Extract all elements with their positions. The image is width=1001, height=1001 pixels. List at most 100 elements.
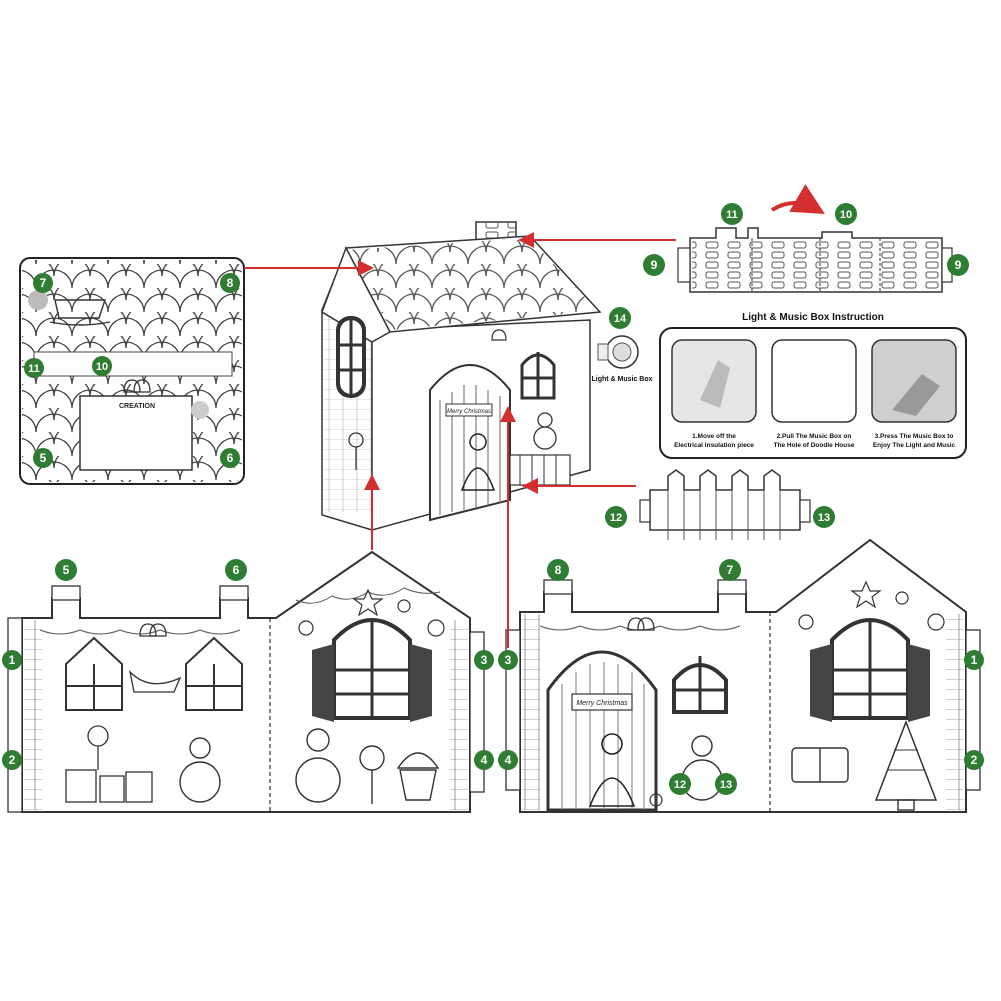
badge: 9 xyxy=(947,254,969,276)
sleigh-icon xyxy=(49,299,111,326)
left-wall-panel: 5 6 1 2 3 4 xyxy=(2,550,494,813)
badge: 4 xyxy=(498,750,518,770)
svg-text:12: 12 xyxy=(674,779,686,791)
snowman-icon xyxy=(179,737,221,803)
svg-text:9: 9 xyxy=(955,258,962,272)
chimney-strip: 11 10 9 9 xyxy=(643,184,969,293)
svg-text:7: 7 xyxy=(727,563,734,577)
assembled-house: Merry Christmas xyxy=(321,221,602,532)
cupcake-icon xyxy=(396,752,440,801)
badge: 3 xyxy=(474,650,494,670)
badge: 2 xyxy=(2,750,22,770)
badge: 14 xyxy=(609,307,631,329)
svg-text:1: 1 xyxy=(971,653,978,667)
badge: 9 xyxy=(643,254,665,276)
snowman-icon xyxy=(533,412,557,450)
house-fence xyxy=(509,454,571,486)
badge: 8 xyxy=(547,559,569,581)
lollipop-icon xyxy=(359,745,385,804)
connector-arrows xyxy=(244,232,676,648)
svg-text:3: 3 xyxy=(505,653,512,667)
svg-text:8: 8 xyxy=(227,276,234,290)
svg-text:1: 1 xyxy=(9,653,16,667)
badge: 11 xyxy=(721,203,743,225)
badge: 6 xyxy=(220,448,240,468)
right-wall-panel: Merry Christmas xyxy=(498,538,984,813)
bell-icon xyxy=(139,623,167,637)
gift-icon xyxy=(791,747,849,783)
badge: 7 xyxy=(33,273,53,293)
creation-label: CREATION xyxy=(119,403,155,410)
svg-text:10: 10 xyxy=(96,361,108,373)
ornament-icon xyxy=(298,599,445,637)
fence-piece: 12 13 xyxy=(605,469,835,540)
music-box: 14 Light & Music Box xyxy=(591,307,653,383)
svg-text:13: 13 xyxy=(818,512,830,524)
badge: 13 xyxy=(715,773,737,795)
door-sign: Merry Christmas xyxy=(447,409,491,415)
badge: 12 xyxy=(669,773,691,795)
santa-icon xyxy=(460,433,496,491)
badge: 6 xyxy=(225,559,247,581)
svg-text:11: 11 xyxy=(726,209,738,221)
svg-text:12: 12 xyxy=(610,512,622,524)
svg-text:5: 5 xyxy=(40,451,47,465)
svg-text:2: 2 xyxy=(971,753,978,767)
step-2-image xyxy=(771,339,857,423)
lollipop-icon xyxy=(87,725,109,770)
roof-panel: CREATION 7 8 11 10 5 6 xyxy=(19,257,245,485)
star-icon xyxy=(352,588,384,617)
svg-text:11: 11 xyxy=(28,363,40,375)
badge: 10 xyxy=(92,356,112,376)
step-3-image xyxy=(871,339,957,423)
badge: 5 xyxy=(33,448,53,468)
svg-text:5: 5 xyxy=(63,563,70,577)
svg-text:4: 4 xyxy=(505,753,512,767)
speaker-icon xyxy=(612,342,632,362)
instruction-box: Light & Music Box Instruction 1.Move off… xyxy=(659,312,967,459)
gift-icon xyxy=(65,769,153,803)
badge: 12 xyxy=(605,506,627,528)
badge: 10 xyxy=(835,203,857,225)
badge: 5 xyxy=(55,559,77,581)
badge: 3 xyxy=(498,650,518,670)
door-sign: Merry Christmas xyxy=(576,700,628,707)
svg-text:3: 3 xyxy=(481,653,488,667)
badge: 2 xyxy=(964,750,984,770)
svg-text:9: 9 xyxy=(651,258,658,272)
badge: 1 xyxy=(2,650,22,670)
santa-icon xyxy=(588,733,636,807)
svg-text:8: 8 xyxy=(555,563,562,577)
badge: 4 xyxy=(474,750,494,770)
badge: 1 xyxy=(964,650,984,670)
snowman-icon xyxy=(295,728,341,803)
ornament-icon xyxy=(191,401,209,419)
badge: 13 xyxy=(813,506,835,528)
ornament-icon xyxy=(28,290,48,310)
svg-text:6: 6 xyxy=(227,451,234,465)
star-icon xyxy=(850,580,882,609)
badge: 11 xyxy=(24,358,44,378)
bell-icon xyxy=(627,617,655,631)
svg-text:10: 10 xyxy=(840,209,852,221)
sleigh-icon xyxy=(128,670,182,693)
badge: 8 xyxy=(220,273,240,293)
svg-text:14: 14 xyxy=(614,313,627,325)
lollipop-icon xyxy=(348,432,364,470)
music-box-label: Light & Music Box xyxy=(591,376,652,383)
svg-text:7: 7 xyxy=(40,276,47,290)
bell-icon xyxy=(123,379,151,393)
candy-icon xyxy=(649,793,663,807)
svg-text:6: 6 xyxy=(233,563,240,577)
badge: 7 xyxy=(719,559,741,581)
svg-text:2: 2 xyxy=(9,753,16,767)
christmas-tree-icon xyxy=(874,719,938,811)
svg-text:13: 13 xyxy=(720,779,732,791)
ornament-icon xyxy=(798,591,945,631)
bell-icon xyxy=(491,329,507,341)
svg-text:4: 4 xyxy=(481,753,488,767)
